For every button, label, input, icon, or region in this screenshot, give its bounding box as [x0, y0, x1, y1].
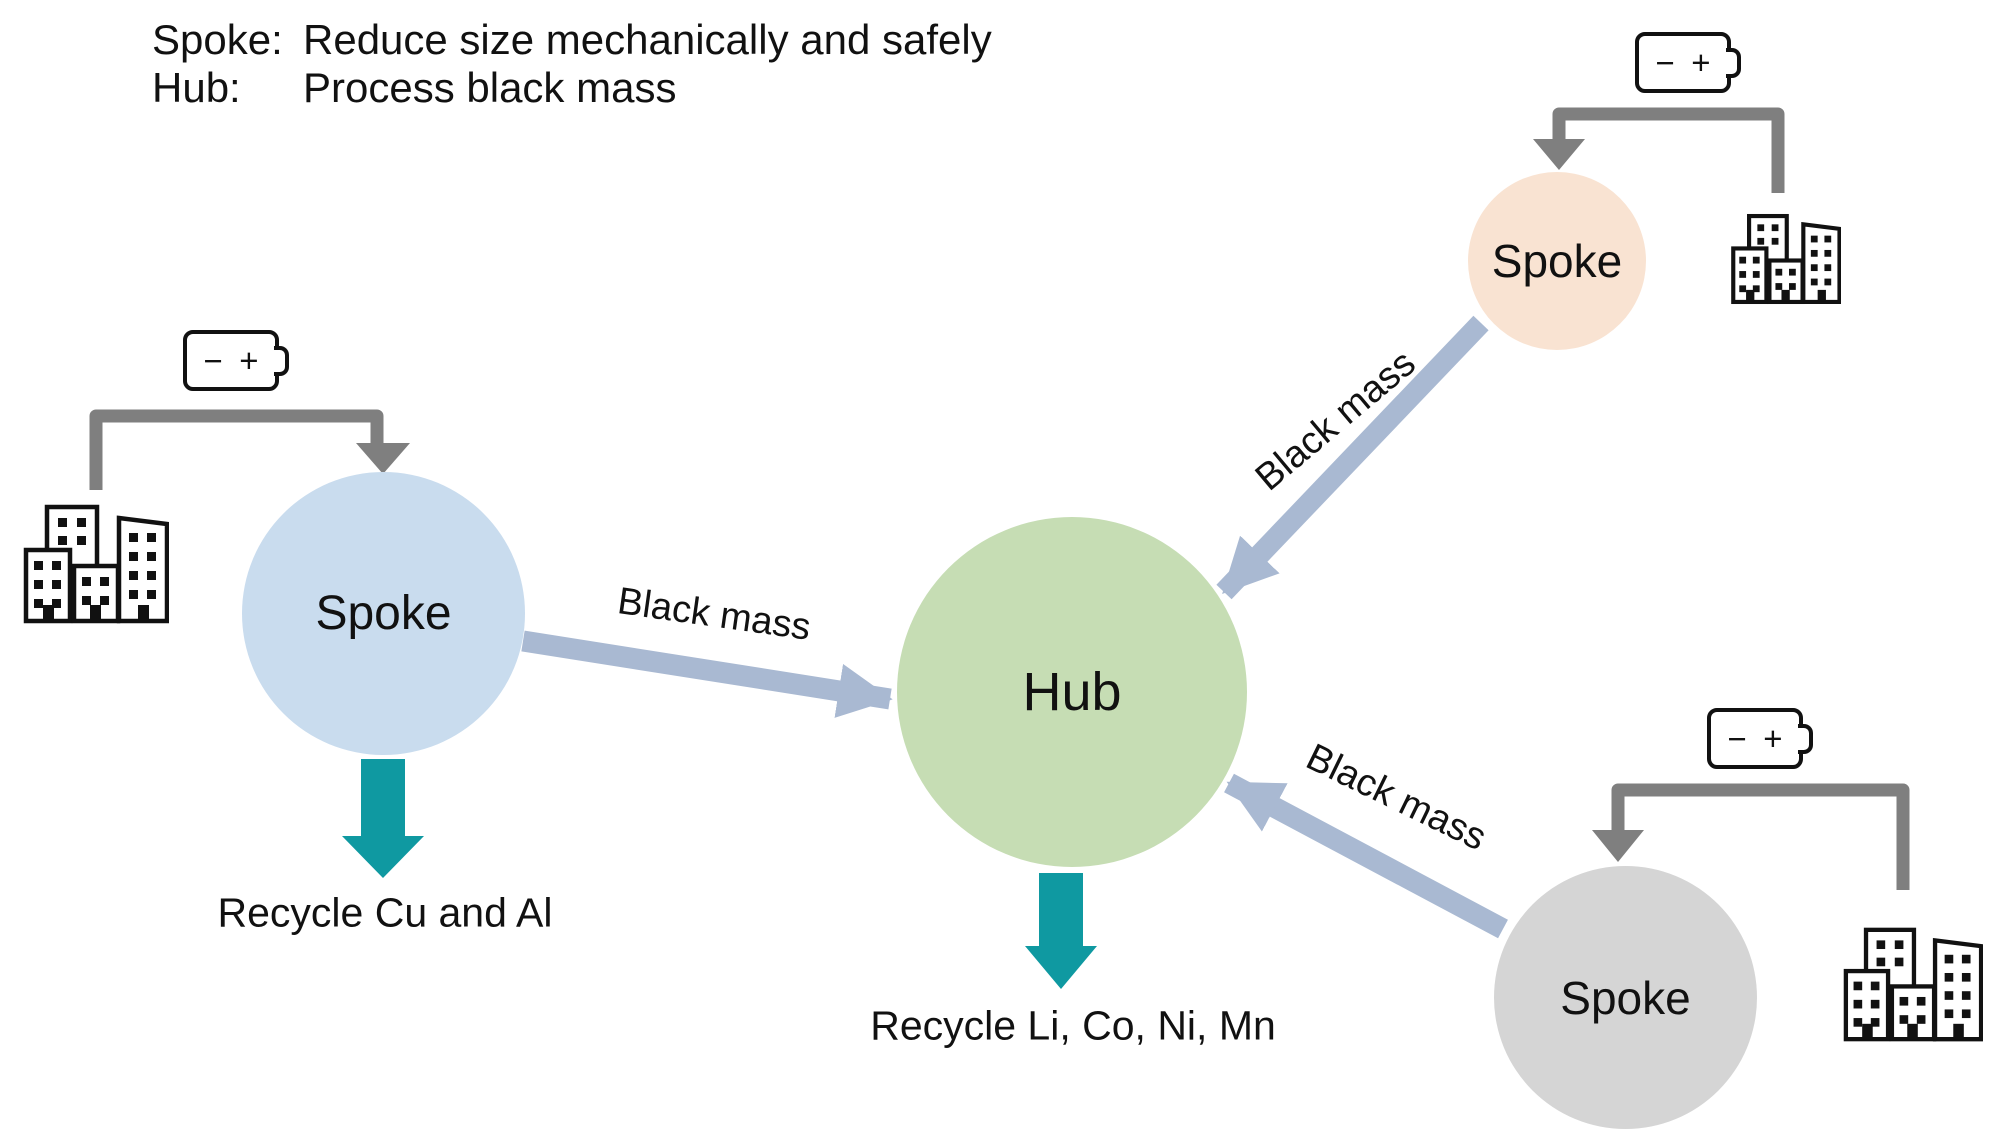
battery-icon: − +	[183, 330, 279, 391]
buildings-icon	[1731, 213, 1841, 305]
spoke-left-label: Spoke	[315, 587, 452, 640]
hub-node: Hub	[897, 517, 1247, 867]
battery-icon: − +	[1707, 708, 1803, 769]
legend-definition-hub: Process black mass	[303, 64, 677, 111]
legend-term-hub: Hub:	[152, 64, 241, 111]
collection-arrow-left	[89, 409, 410, 490]
spoke-bottom-right-label: Spoke	[1560, 971, 1691, 1024]
collection-arrow-bottom-right-shaft	[1611, 783, 1910, 890]
spoke-left-node: Spoke	[242, 472, 525, 755]
recycle-li-co-ni-mn-label: Recycle Li, Co, Ni, Mn	[870, 1002, 1276, 1049]
buildings-icon	[1843, 927, 1983, 1042]
battery-plus: +	[1763, 720, 1783, 757]
buildings-icon	[23, 504, 169, 624]
recycle-cu-al-label: Recycle Cu and Al	[217, 889, 553, 936]
battery-minus: −	[203, 342, 223, 379]
output-arrow-spoke-left	[342, 759, 424, 878]
spoke-top-right-label: Spoke	[1491, 235, 1623, 287]
spoke-top-right-node: Spoke	[1468, 172, 1646, 350]
output-arrow-hub	[1025, 873, 1097, 989]
flow-arrow-spoke-bottom-right-to-hub	[1224, 773, 1508, 939]
legend-row-spoke: Spoke: Reduce size mechanically and safe…	[152, 16, 992, 64]
collection-arrow-bottom-right-head	[1592, 830, 1644, 862]
collection-arrow-left-shaft	[89, 409, 384, 490]
collection-arrow-bottom-right	[1592, 783, 1910, 890]
collection-arrow-top-right-shaft	[1552, 107, 1785, 193]
battery-minus: −	[1655, 44, 1675, 81]
legend-row-hub: Hub: Process black mass	[152, 64, 992, 112]
flow-arrow-spoke-left-to-hub	[521, 630, 893, 718]
battery-plus: +	[1691, 44, 1711, 81]
collection-arrow-top-right	[1533, 107, 1785, 193]
hub-label: Hub	[1022, 662, 1122, 722]
battery-plus: +	[239, 342, 259, 379]
collection-arrow-top-right-head	[1533, 139, 1585, 170]
legend-term-spoke: Spoke:	[152, 16, 283, 63]
battery-icon: − +	[1635, 32, 1731, 93]
flow-arrow-spoke-top-right-to-hub	[1216, 315, 1489, 600]
spoke-bottom-right-node: Spoke	[1494, 866, 1757, 1129]
battery-minus: −	[1727, 720, 1747, 757]
legend: Spoke: Reduce size mechanically and safe…	[152, 16, 992, 112]
collection-arrow-left-head	[356, 443, 410, 474]
legend-definition-spoke: Reduce size mechanically and safely	[303, 16, 992, 63]
